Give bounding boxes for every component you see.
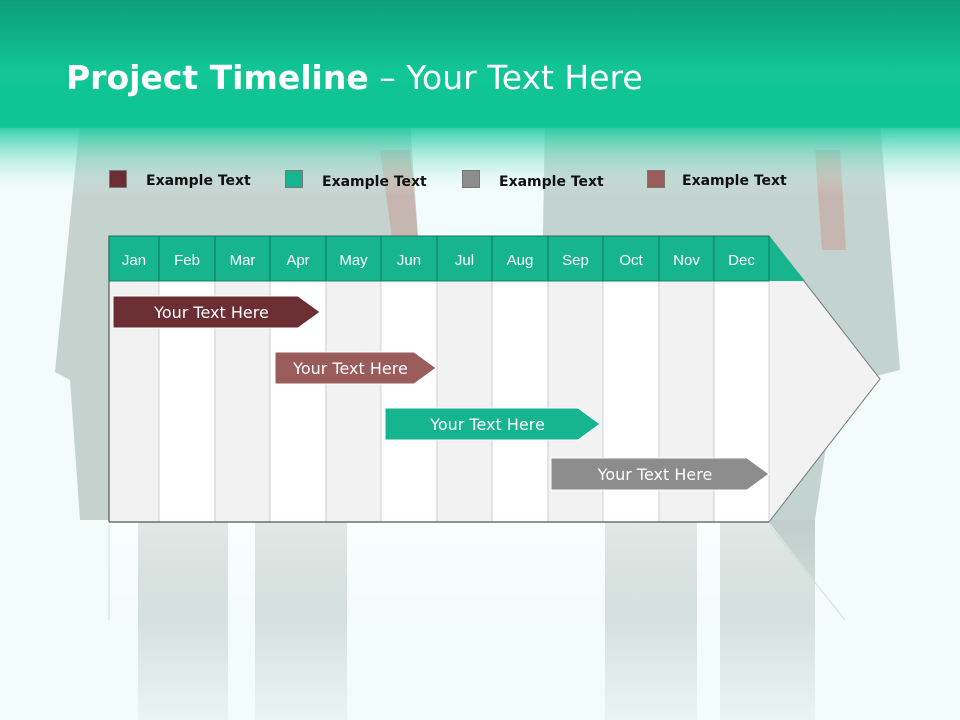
reflection-shape: [109, 522, 845, 620]
task-bar: [112, 295, 321, 329]
header-tip: [769, 236, 805, 281]
legend-label: Example Text: [322, 174, 427, 190]
month-header-cell: [380, 235, 438, 282]
task-bar: [384, 407, 601, 441]
month-label: Jun: [397, 252, 421, 269]
month-label: May: [339, 252, 368, 269]
month-label: Nov: [673, 252, 700, 269]
month-header-cell: [108, 235, 160, 282]
header-band: Project Timeline – Your Text Here: [0, 0, 960, 130]
month-header-cell: [658, 235, 715, 282]
month-header-cell: [547, 235, 604, 282]
title-rest: – Your Text Here: [368, 58, 643, 97]
month-header-cell: [602, 235, 660, 282]
month-column: [380, 280, 438, 523]
legend-label: Example Text: [146, 173, 251, 189]
month-label: Jan: [122, 252, 146, 269]
month-label: Apr: [286, 252, 309, 269]
month-label: Aug: [507, 252, 534, 269]
month-label: Sep: [562, 252, 589, 269]
month-label: Feb: [174, 252, 200, 269]
month-header-cell: [214, 235, 271, 282]
month-header-cell: [491, 235, 549, 282]
month-header-cell: [436, 235, 493, 282]
legend-swatch: [285, 170, 303, 188]
task-bar-label: Your Text Here: [153, 303, 269, 322]
task-bar: [550, 457, 770, 491]
month-header-cell: [713, 235, 770, 282]
reflection-edge: [768, 524, 846, 621]
month-column: [491, 280, 549, 523]
month-columns: [108, 236, 770, 523]
slide-title: Project Timeline – Your Text Here: [66, 58, 643, 97]
legend-label: Example Text: [682, 173, 787, 189]
chart-reflection: [108, 522, 846, 621]
task-bar-label: Your Text Here: [597, 465, 713, 484]
month-header-cell: [158, 235, 216, 282]
legend-swatch: [462, 170, 480, 188]
task-bar-label: Your Text Here: [429, 415, 545, 434]
month-label: Oct: [619, 252, 643, 269]
month-label: Mar: [230, 252, 256, 269]
task-bar-label: Your Text Here: [292, 359, 408, 378]
month-column: [436, 280, 493, 523]
month-header-cell: [325, 235, 382, 282]
month-column: [325, 280, 382, 523]
month-label: Dec: [728, 252, 755, 269]
legend-label: Example Text: [499, 174, 604, 190]
title-bold: Project Timeline: [66, 58, 369, 97]
month-header-row: Jan Feb Mar Apr May Jun Jul Aug Sep Oct Nov Dec: [108, 235, 805, 282]
month-header-cell: [269, 235, 327, 282]
legend-swatch: [647, 170, 665, 188]
task-bar: [274, 351, 437, 385]
legend-swatch: [109, 170, 127, 188]
month-label: Jul: [455, 252, 474, 269]
